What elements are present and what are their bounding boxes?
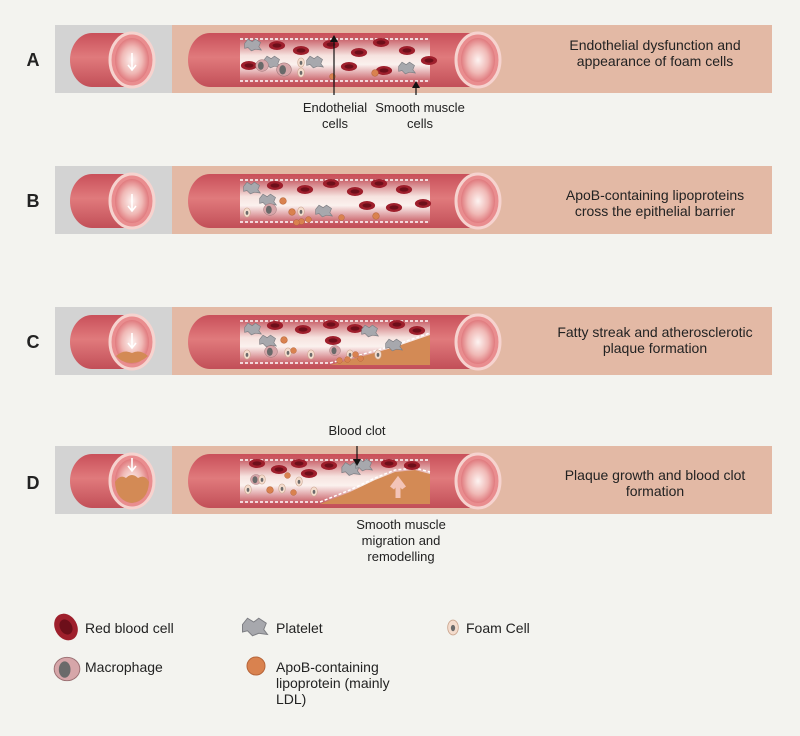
stage-letter: A	[26, 50, 40, 70]
stage-b-row: B	[0, 166, 800, 236]
migration-arrow-icon	[390, 475, 406, 498]
foam-cell-icon	[447, 619, 459, 636]
platelet-icon	[241, 617, 269, 637]
blood-clot-label: Blood clot	[328, 423, 386, 438]
stage-description: Endothelial dysfunction and appearance o…	[569, 37, 741, 69]
longitudinal-vessel	[188, 31, 502, 89]
stage-b-illustration	[70, 172, 502, 230]
stage-letter: B	[26, 191, 40, 211]
cross-section-vessel	[70, 172, 156, 230]
legend-foam-cell: Foam Cell	[466, 620, 530, 636]
cross-section-vessel	[70, 452, 156, 510]
longitudinal-vessel	[188, 452, 502, 510]
stage-description: Plaque growth and blood clot formation	[564, 467, 746, 499]
endothelial-cells-label: Endothelial cells	[302, 100, 368, 131]
longitudinal-vessel	[188, 172, 502, 230]
longitudinal-vessel	[188, 313, 502, 371]
red-blood-cell-icon	[54, 613, 78, 641]
lipoprotein-icon	[246, 656, 266, 676]
stage-a-illustration	[70, 31, 502, 95]
plaque	[320, 470, 430, 504]
stage-d-illustration	[70, 446, 502, 510]
stage-d-row: D	[0, 446, 800, 516]
cross-section-vessel	[70, 31, 156, 89]
smooth-muscle-cells-label: Smooth muscle cells	[375, 100, 465, 131]
stage-letter: D	[26, 473, 40, 493]
stage-letter: C	[26, 332, 40, 352]
legend-platelet: Platelet	[276, 620, 323, 636]
plaque	[330, 335, 430, 365]
stage-c-illustration	[70, 313, 502, 371]
legend-macrophage: Macrophage	[85, 659, 163, 675]
stage-description: ApoB-containing lipoproteins cross the e…	[565, 187, 745, 219]
stage-description: Fatty streak and atherosclerotic plaque …	[557, 324, 753, 356]
cross-section-vessel	[70, 313, 156, 371]
smooth-muscle-migration-label: Smooth muscle migration and remodelling	[356, 517, 446, 564]
stage-a-row: A	[0, 25, 800, 95]
macrophage-icon	[53, 656, 81, 682]
legend-red-blood-cell: Red blood cell	[85, 620, 174, 636]
stage-c-row: C	[0, 307, 800, 377]
legend-lipoprotein: ApoB-containing lipoprotein (mainly LDL)	[276, 659, 390, 707]
